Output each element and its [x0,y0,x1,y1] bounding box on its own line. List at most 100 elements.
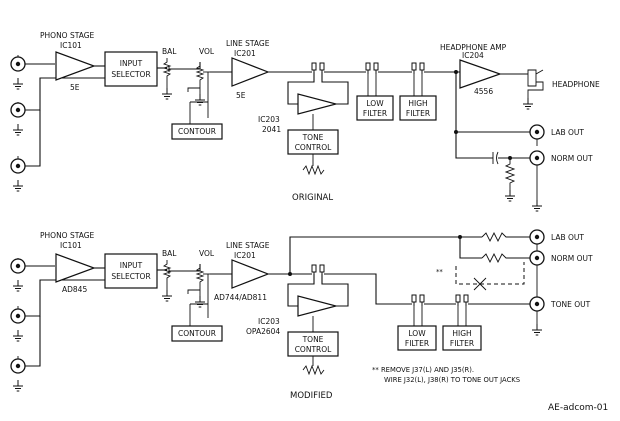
rca-jack-icon [529,296,545,312]
high-filter-block [442,325,482,351]
tone-control-text: CONTROL [295,143,332,152]
tone-control-text: CONTROL [295,345,332,354]
line-ic-label: IC201 [234,251,256,260]
rca-jack-icon [10,102,26,118]
ground-icon [531,199,543,212]
headphone-amp-icon [459,59,502,89]
phono-stage-label: PHONO STAGE [40,231,95,240]
phono-ic-label: IC101 [60,41,82,50]
rca-jack-icon [10,358,26,374]
vol-label: VOL [199,47,215,56]
tone-ic-label: IC203 [258,115,280,124]
input-selector-text: INPUT [120,59,143,68]
ground-icon [12,279,24,292]
phono-part-label: 5E [70,83,80,92]
norm-out-label: NORM OUT [551,154,593,163]
rca-jack-icon [10,158,26,174]
ground-icon [12,123,24,136]
tone-part-label: 2041 [262,125,281,134]
note-line: WIRE J32(L), J38(R) TO TONE OUT JACKS [384,376,520,384]
tone-control-block [287,129,339,155]
tone-ic-label: IC203 [258,317,280,326]
low-filter-text: LOW [408,329,426,338]
rca-jack-icon [529,229,545,245]
note-line: ** REMOVE J37(L) AND J35(R). [372,366,474,374]
ground-icon [504,189,516,202]
vol-pot-icon [195,264,205,296]
low-filter-block [397,325,437,351]
norm-out-label: NORM OUT [551,254,593,263]
phono-stage-amp-icon [55,253,96,283]
ground-icon [522,97,534,110]
ground-icon [12,179,24,192]
rca-jack-icon [529,150,545,166]
capacitor-icon [492,151,499,165]
note-marker: ** [436,268,443,276]
high-filter-block [399,95,437,121]
line-stage-label: LINE STAGE [226,241,270,250]
ground-icon [161,289,173,302]
tone-part-label: OPA2604 [246,327,280,336]
input-selector-block [104,51,158,87]
line-part-label: 5E [236,91,246,100]
vol-label: VOL [199,249,215,258]
low-filter-text: FILTER [363,109,387,118]
headphone-out-label: HEADPHONE [552,80,600,89]
line-stage-label: LINE STAGE [226,39,270,48]
phono-stage-label: PHONO STAGE [40,31,95,40]
ground-icon [194,93,206,106]
high-filter-text: HIGH [408,99,427,108]
lab-out-label: LAB OUT [551,128,584,137]
bal-label: BAL [162,47,177,56]
ground-icon [531,323,543,336]
rca-jack-icon [10,56,26,72]
line-part-label: AD744/AD811 [214,293,267,302]
headphone-jack-icon [527,69,537,87]
ground-icon [12,379,24,392]
contour-block [171,325,223,342]
high-filter-text: FILTER [406,109,430,118]
bal-pot-icon [162,58,172,88]
contour-block [171,123,223,140]
modified-caption: MODIFIED [290,391,333,401]
phono-part-label: AD845 [62,285,87,294]
ground-icon [12,77,24,90]
rca-jack-icon [529,250,545,266]
headphone-part-label: 4556 [474,87,493,96]
contour-text: CONTOUR [178,329,216,338]
high-filter-text: HIGH [452,329,471,338]
phono-stage-amp-icon [55,51,96,81]
input-selector-text: INPUT [120,261,143,270]
input-selector-text: SELECTOR [111,272,150,281]
original-input-jacks [10,55,26,192]
low-filter-text: FILTER [405,339,429,348]
original-section: PHONO STAGE IC101 5E INPUT SELECTOR BAL … [10,31,600,212]
rca-jack-icon [529,124,545,140]
ground-icon [12,329,24,342]
tone-control-text: TONE [302,335,324,344]
vol-pot-icon [195,62,205,94]
bal-label: BAL [162,249,177,258]
low-filter-block [356,95,394,121]
modified-section: PHONO STAGE IC101 AD845 INPUT SELECTOR B… [10,229,593,401]
low-filter-text: LOW [366,99,384,108]
rca-jack-icon [10,308,26,324]
ground-icon [194,295,206,308]
high-filter-text: FILTER [450,339,474,348]
rca-jack-icon [10,258,26,274]
contour-text: CONTOUR [178,127,216,136]
tone-amp-icon [297,93,339,115]
input-selector-block [104,253,158,289]
headphone-amp-label: HEADPHONE AMP [440,43,507,52]
tone-control-text: TONE [302,133,324,142]
line-stage-amp-icon [231,57,270,87]
tone-out-label: TONE OUT [550,300,591,309]
tone-control-block [287,331,339,357]
line-stage-amp-icon [231,259,270,289]
bal-pot-icon [162,260,172,290]
lab-out-label: LAB OUT [551,233,584,242]
headphone-ic-label: IC204 [462,51,484,60]
tone-amp-icon [297,295,339,317]
